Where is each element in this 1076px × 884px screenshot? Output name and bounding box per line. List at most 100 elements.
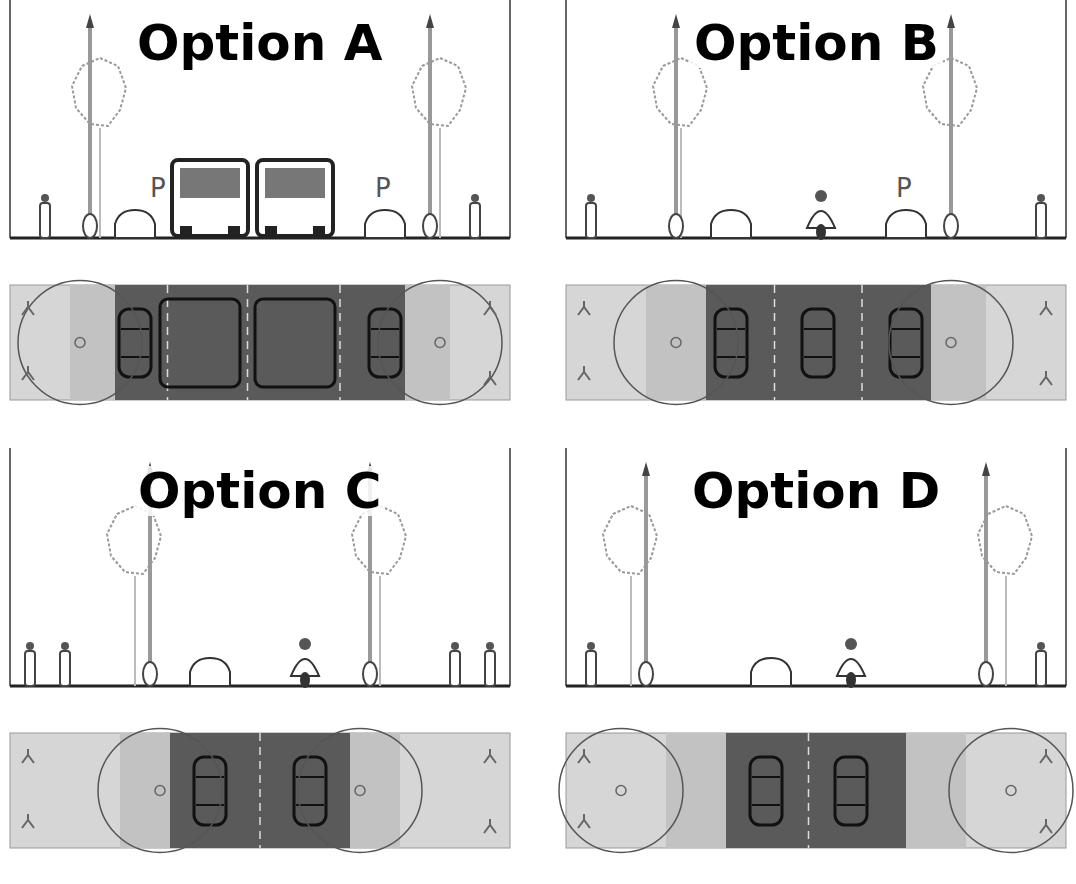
cyclist-head bbox=[299, 638, 311, 650]
bicycle-wheel bbox=[300, 672, 310, 688]
bus-wheel bbox=[313, 226, 325, 236]
plant-symbol bbox=[22, 814, 34, 828]
pedestrian-head bbox=[587, 642, 595, 650]
lane-line bbox=[167, 285, 169, 400]
roadway-plan bbox=[726, 733, 906, 848]
car-windshield bbox=[892, 328, 920, 330]
pedestrian-body bbox=[485, 651, 495, 686]
car-plan bbox=[750, 757, 782, 825]
bicycle-rack bbox=[363, 662, 377, 686]
bus-window bbox=[265, 168, 325, 198]
roadway-plan bbox=[115, 285, 405, 400]
bus-wheel bbox=[180, 226, 192, 236]
tree-canopy bbox=[603, 506, 657, 574]
tree-canopy-plan bbox=[98, 729, 222, 853]
plant-symbol bbox=[22, 366, 34, 380]
plant-symbol bbox=[484, 371, 496, 385]
car-elevation bbox=[115, 210, 155, 238]
tree-canopy-plan bbox=[889, 281, 1013, 405]
furniture-zone bbox=[931, 285, 986, 400]
car-plan bbox=[802, 309, 834, 377]
tree-canopy bbox=[352, 506, 406, 574]
bicycle-rack bbox=[423, 214, 437, 238]
option-title: Option D bbox=[688, 466, 944, 516]
tree-canopy-plan bbox=[949, 729, 1073, 853]
car-plan bbox=[715, 309, 747, 377]
option-panel-art bbox=[566, 0, 1066, 405]
tree-trunk bbox=[630, 576, 632, 686]
tree-canopy bbox=[72, 58, 126, 126]
tree-trunk bbox=[1005, 576, 1007, 686]
car-plan bbox=[294, 757, 326, 825]
frame-line bbox=[9, 448, 11, 686]
car-plan bbox=[890, 309, 922, 377]
lamp-post bbox=[674, 20, 678, 238]
tree-trunk-plan bbox=[155, 786, 165, 796]
roadway-plan bbox=[706, 285, 931, 400]
ground-line bbox=[566, 237, 1066, 240]
plant-symbol bbox=[578, 814, 590, 828]
lamp-head bbox=[642, 462, 650, 476]
parking-label: P bbox=[896, 175, 912, 201]
lamp-head bbox=[672, 14, 680, 28]
furniture-zone bbox=[906, 733, 966, 848]
car-windshield bbox=[371, 328, 399, 330]
car-elevation bbox=[886, 210, 926, 238]
pedestrian-body bbox=[60, 651, 70, 686]
tree-trunk-plan bbox=[355, 786, 365, 796]
bicycle-rack bbox=[669, 214, 683, 238]
option-panel: Option A bbox=[10, 0, 510, 410]
car-windshield bbox=[804, 328, 832, 330]
tree-canopy bbox=[107, 506, 161, 574]
furniture-zone bbox=[405, 285, 450, 400]
tree-trunk bbox=[99, 128, 101, 238]
tree-trunk-plan bbox=[671, 338, 681, 348]
car-elevation bbox=[751, 658, 791, 686]
car-elevation bbox=[365, 210, 405, 238]
bus-plan bbox=[255, 299, 335, 387]
lane-line bbox=[861, 285, 863, 400]
tree-canopy-plan bbox=[298, 729, 422, 853]
cyclist-head bbox=[845, 638, 857, 650]
bicycle-rack bbox=[83, 214, 97, 238]
option-title: Option B bbox=[690, 18, 943, 68]
sidewalk-plan bbox=[10, 285, 510, 400]
bicycle-rack bbox=[143, 662, 157, 686]
car-rear-window bbox=[371, 356, 399, 358]
plant-symbol bbox=[22, 301, 34, 315]
option-panel: Option D bbox=[566, 448, 1066, 858]
ground-line bbox=[10, 685, 510, 688]
frame-line bbox=[509, 0, 511, 238]
pedestrian-body bbox=[586, 203, 596, 238]
car-elevation bbox=[190, 658, 230, 686]
pedestrian-head bbox=[1037, 642, 1045, 650]
parking-label: P bbox=[375, 175, 391, 201]
furniture-zone bbox=[350, 733, 400, 848]
plant-symbol bbox=[484, 819, 496, 833]
pedestrian-head bbox=[61, 642, 69, 650]
car-rear-window bbox=[121, 356, 149, 358]
frame-line bbox=[9, 0, 11, 238]
parking-label: P bbox=[150, 175, 166, 201]
plant-symbol bbox=[484, 301, 496, 315]
pedestrian-head bbox=[26, 642, 34, 650]
tree-trunk-plan bbox=[75, 338, 85, 348]
furniture-zone bbox=[666, 733, 726, 848]
car-windshield bbox=[717, 328, 745, 330]
roadway-plan bbox=[170, 733, 350, 848]
pedestrian-head bbox=[486, 642, 494, 650]
pedestrian-body bbox=[25, 651, 35, 686]
tree-trunk bbox=[379, 576, 381, 686]
pedestrian-body bbox=[1036, 651, 1046, 686]
lane-line bbox=[247, 285, 249, 400]
car-plan bbox=[835, 757, 867, 825]
car-rear-window bbox=[717, 356, 745, 358]
furniture-zone bbox=[70, 285, 115, 400]
plant-symbol bbox=[1040, 819, 1052, 833]
frame-line bbox=[509, 448, 511, 686]
plant-symbol bbox=[22, 749, 34, 763]
bus-wheel bbox=[265, 226, 277, 236]
pedestrian-head bbox=[471, 194, 479, 202]
frame-line bbox=[1065, 0, 1067, 238]
car-elevation bbox=[711, 210, 751, 238]
